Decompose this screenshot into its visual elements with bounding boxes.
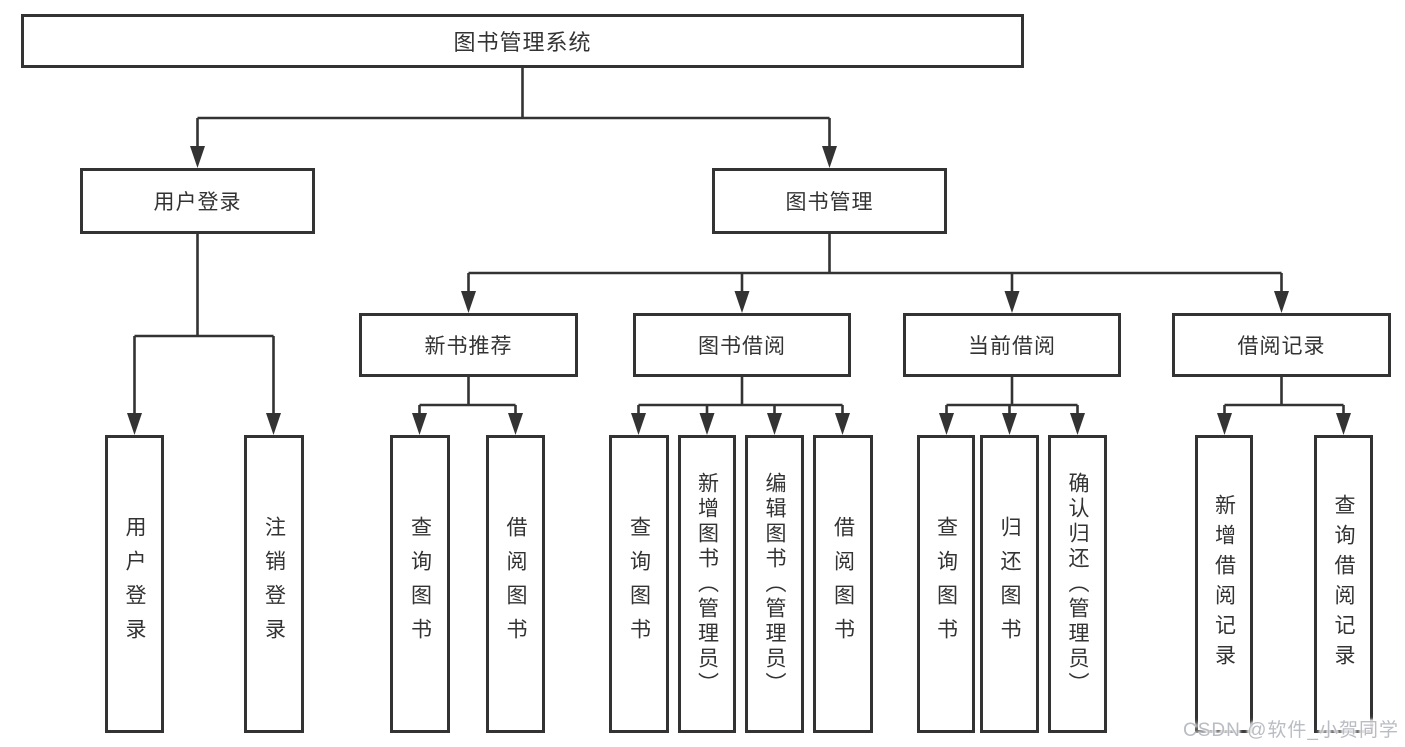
node-label: 查询图书 bbox=[627, 516, 651, 652]
leaf-logout: 注销登录 bbox=[244, 435, 304, 733]
node-label: 编辑图书（管理员） bbox=[763, 471, 786, 697]
node-label: 图书借阅 bbox=[698, 335, 786, 358]
leaf-user-login: 用户登录 bbox=[105, 435, 164, 733]
leaf-query-borrow-record: 查询借阅记录 bbox=[1314, 435, 1373, 733]
node-label: 新增借阅记录 bbox=[1212, 494, 1236, 674]
node-label: 新书推荐 bbox=[424, 335, 513, 358]
node-library-management-system: 图书管理系统 bbox=[21, 14, 1024, 68]
leaf-confirm-return-admin: 确认归还（管理员） bbox=[1048, 435, 1107, 733]
node-new-book-recommendation: 新书推荐 bbox=[359, 313, 578, 377]
csdn-watermark: CSDN @软件_小贺同学 bbox=[1183, 720, 1399, 741]
node-label: 图书管理系统 bbox=[453, 30, 592, 55]
node-current-borrowing: 当前借阅 bbox=[903, 313, 1121, 377]
node-label: 查询图书 bbox=[408, 516, 432, 652]
leaf-edit-books-admin: 编辑图书（管理员） bbox=[745, 435, 804, 733]
leaf-query-books-recommend: 查询图书 bbox=[390, 435, 450, 733]
node-label: 借阅记录 bbox=[1237, 335, 1326, 358]
leaf-add-borrow-record: 新增借阅记录 bbox=[1195, 435, 1253, 733]
node-book-management-branch: 图书管理 bbox=[712, 168, 947, 234]
node-label: 查询图书 bbox=[934, 516, 958, 652]
node-label: 新增图书（管理员） bbox=[695, 471, 719, 697]
leaf-borrow-books-recommend: 借阅图书 bbox=[486, 435, 545, 733]
leaf-query-books-borrowing: 查询图书 bbox=[609, 435, 669, 733]
node-label: 确认归还（管理员） bbox=[1066, 471, 1089, 697]
leaf-query-books-current: 查询图书 bbox=[917, 435, 975, 733]
node-label: 归还图书 bbox=[998, 516, 1021, 652]
leaf-borrow-books-borrowing: 借阅图书 bbox=[813, 435, 873, 733]
node-borrowing-records: 借阅记录 bbox=[1172, 313, 1391, 377]
node-label: 用户登录 bbox=[123, 516, 146, 652]
node-label: 注销登录 bbox=[262, 516, 286, 652]
node-label: 查询借阅记录 bbox=[1332, 494, 1355, 674]
node-label: 当前借阅 bbox=[968, 335, 1056, 358]
node-label: 借阅图书 bbox=[504, 516, 527, 652]
node-label: 图书管理 bbox=[785, 191, 874, 214]
node-label: 借阅图书 bbox=[831, 516, 855, 652]
arrowhead-icons bbox=[127, 146, 1351, 435]
node-book-borrowing: 图书借阅 bbox=[633, 313, 851, 377]
node-user-login-branch: 用户登录 bbox=[80, 168, 315, 234]
node-label: 用户登录 bbox=[153, 191, 242, 214]
leaf-add-books-admin: 新增图书（管理员） bbox=[678, 435, 736, 733]
leaf-return-books: 归还图书 bbox=[980, 435, 1039, 733]
